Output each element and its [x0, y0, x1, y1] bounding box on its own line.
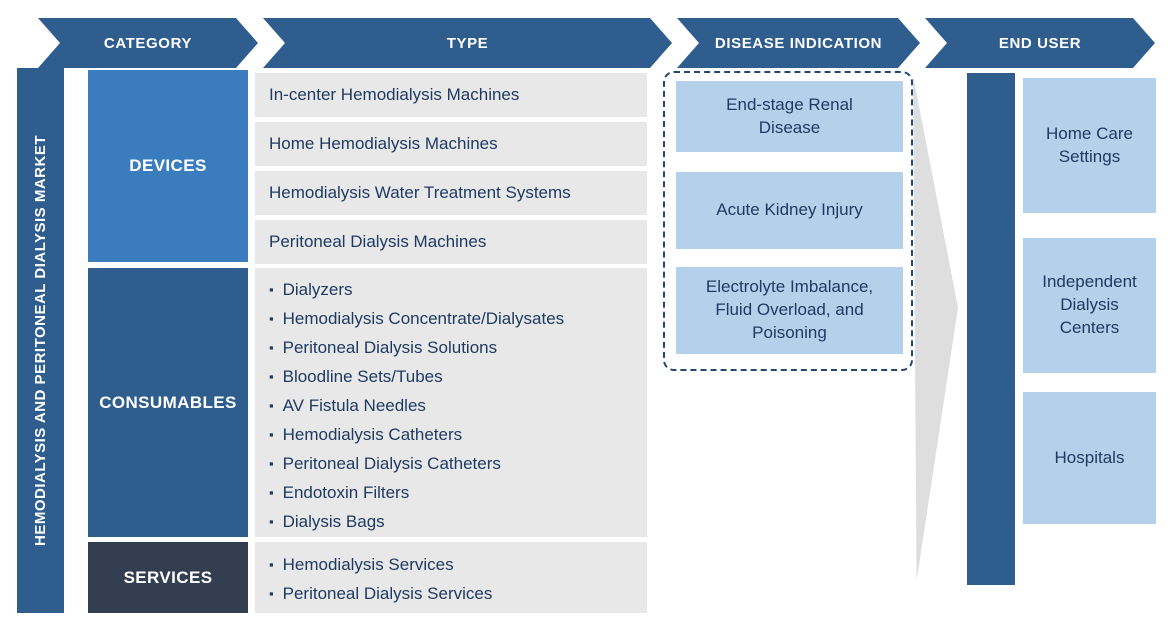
- type-item-in-center-hemodialysis-machines: In-center Hemodialysis Machines: [255, 73, 647, 117]
- type-item-label: Home Hemodialysis Machines: [269, 134, 498, 153]
- end-user-divider-bar: [967, 73, 1015, 585]
- list-item: Hemodialysis Concentrate/Dialysates: [269, 305, 637, 334]
- type-item-label: In-center Hemodialysis Machines: [269, 85, 520, 104]
- list-item: Dialyzers: [269, 276, 637, 305]
- category-devices-label: DEVICES: [129, 156, 207, 175]
- category-devices: DEVICES: [88, 70, 248, 262]
- header-label-end-user: END USER: [998, 34, 1082, 52]
- type-item-peritoneal-dialysis-machines: Peritoneal Dialysis Machines: [255, 220, 647, 264]
- type-list-services: Hemodialysis Services Peritoneal Dialysi…: [255, 542, 647, 613]
- header-chevron-disease-indication: DISEASE INDICATION: [677, 18, 920, 68]
- list-item: Peritoneal Dialysis Solutions: [269, 334, 637, 363]
- header-label-type: TYPE: [446, 34, 489, 52]
- disease-end-stage-renal-disease: End-stage Renal Disease: [676, 81, 903, 152]
- end-user-label: Independent Dialysis Centers: [1042, 272, 1137, 337]
- list-item: Bloodline Sets/Tubes: [269, 363, 637, 392]
- disease-indication-group-border: [663, 71, 913, 371]
- disease-label: Electrolyte Imbalance, Fluid Overload, a…: [705, 277, 874, 342]
- header-chevron-type: TYPE: [263, 18, 672, 68]
- type-item-water-treatment-systems: Hemodialysis Water Treatment Systems: [255, 171, 647, 215]
- type-list-consumables: Dialyzers Hemodialysis Concentrate/Dialy…: [255, 268, 647, 537]
- category-services-label: SERVICES: [123, 567, 213, 587]
- disease-label: End-stage Renal Disease: [726, 94, 853, 137]
- end-user-label: Hospitals: [1054, 447, 1125, 467]
- market-title: HEMODIALYSIS AND PERITONEAL DIALYSIS MAR…: [32, 135, 49, 547]
- type-item-home-hemodialysis-machines: Home Hemodialysis Machines: [255, 122, 647, 166]
- end-user-label: Home Care Settings: [1046, 123, 1133, 166]
- end-user-hospitals: Hospitals: [1023, 392, 1156, 524]
- list-item: Dialysis Bags: [269, 508, 637, 537]
- flow-arrow-icon: [913, 75, 958, 581]
- type-item-label: Peritoneal Dialysis Machines: [269, 232, 487, 251]
- header-label-category: CATEGORY: [103, 34, 193, 52]
- category-consumables: CONSUMABLES: [88, 268, 248, 537]
- disease-electrolyte-imbalance: Electrolyte Imbalance, Fluid Overload, a…: [676, 267, 903, 354]
- category-consumables-label: CONSUMABLES: [99, 392, 237, 412]
- list-item: Hemodialysis Catheters: [269, 421, 637, 450]
- end-user-independent-dialysis-centers: Independent Dialysis Centers: [1023, 238, 1156, 373]
- disease-label: Acute Kidney Injury: [716, 200, 863, 220]
- list-item: Hemodialysis Services: [269, 551, 637, 580]
- header-chevron-end-user: END USER: [925, 18, 1155, 68]
- header-chevron-category: CATEGORY: [38, 18, 258, 68]
- list-item: AV Fistula Needles: [269, 392, 637, 421]
- type-item-label: Hemodialysis Water Treatment Systems: [269, 183, 571, 202]
- disease-acute-kidney-injury: Acute Kidney Injury: [676, 172, 903, 249]
- list-item: Peritoneal Dialysis Catheters: [269, 450, 637, 479]
- end-user-home-care-settings: Home Care Settings: [1023, 78, 1156, 213]
- list-item: Endotoxin Filters: [269, 479, 637, 508]
- list-item: Peritoneal Dialysis Services: [269, 580, 637, 609]
- market-title-sidebar: HEMODIALYSIS AND PERITONEAL DIALYSIS MAR…: [17, 68, 64, 613]
- header-label-disease-indication: DISEASE INDICATION: [714, 34, 883, 52]
- category-services: SERVICES: [88, 542, 248, 613]
